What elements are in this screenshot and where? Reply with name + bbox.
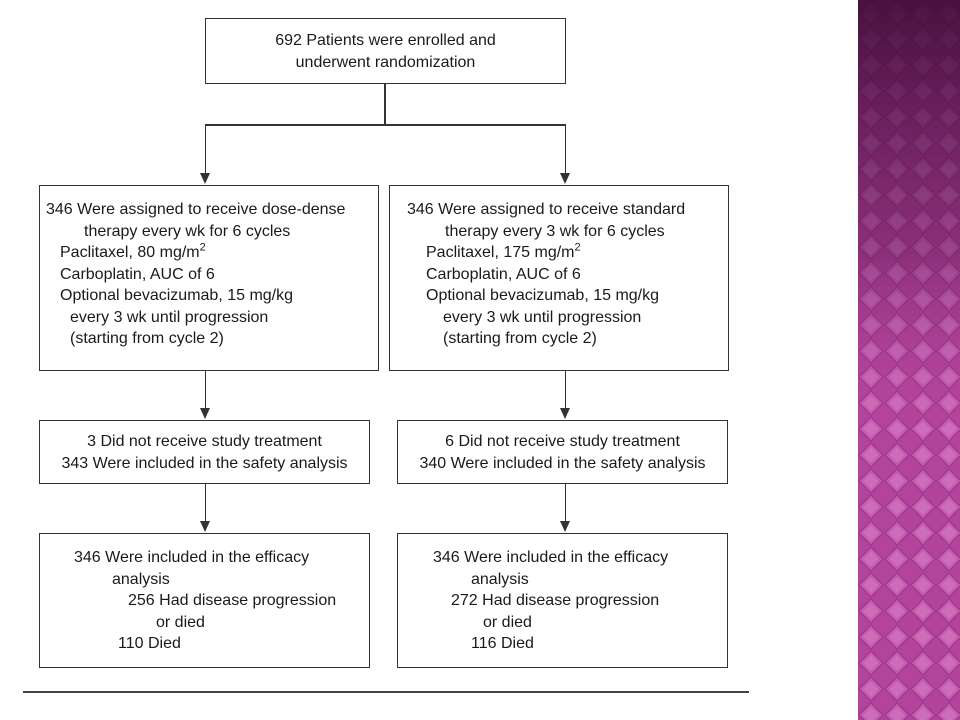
connector-left-drop (204, 124, 206, 174)
connector-right-low (564, 484, 566, 522)
std-efficacy-line-2: analysis (471, 570, 529, 588)
std-efficacy-line-5: 116 Died (471, 635, 534, 652)
dd-safety-line-1: 3 Did not receive study treatment (87, 433, 322, 450)
diamond-pattern (858, 0, 960, 720)
std-safety-line-1: 6 Did not receive study treatment (445, 433, 680, 450)
dd-assigned-line-6: every 3 wk until progression (70, 308, 269, 326)
std-assigned-line-5: Optional bevacizumab, 15 mg/kg (426, 287, 660, 304)
connector-horizontal (205, 124, 566, 126)
dd-assigned-line-7: (starting from cycle 2) (70, 330, 224, 347)
dd-assigned-line-1: 346 Were assigned to receive dose-dense (46, 201, 346, 218)
std-efficacy-line-4: or died (483, 613, 532, 631)
decorative-sidebar (858, 0, 960, 720)
dd-paclitaxel-text: Paclitaxel, 80 mg/m (60, 244, 200, 261)
std-paclitaxel-text: Paclitaxel, 175 mg/m (426, 244, 575, 261)
std-assigned-line-1: 346 Were assigned to receive standard (407, 201, 686, 218)
dd-assigned-line-5: Optional bevacizumab, 15 mg/kg (60, 287, 294, 304)
dd-efficacy-line-3: 256 Had disease progression (128, 592, 337, 609)
dd-assigned-line-4: Carboplatin, AUC of 6 (60, 265, 215, 283)
dd-efficacy-line-4: or died (156, 613, 205, 631)
connector-right-drop (564, 124, 566, 174)
dose-dense-efficacy-box: 346 Were included in the efficacy analys… (39, 533, 370, 668)
std-paclitaxel-line: Paclitaxel, 175 mg/m2 (407, 242, 728, 264)
connector-left-mid (204, 371, 206, 409)
std-assigned-line-2: therapy every 3 wk for 6 cycles (445, 222, 665, 240)
connector-right-mid (564, 371, 566, 409)
enrollment-line-2: underwent randomization (295, 53, 476, 71)
dose-dense-assignment-box: 346 Were assigned to receive dose-dense … (39, 185, 379, 371)
dd-paclitaxel-line: Paclitaxel, 80 mg/m2 (46, 242, 378, 264)
std-efficacy-line-1: 346 Were included in the efficacy (433, 549, 669, 566)
standard-safety-box: 6 Did not receive study treatment 340 We… (397, 420, 728, 484)
std-assigned-line-7: (starting from cycle 2) (443, 330, 597, 347)
arrow-down-icon (200, 521, 210, 532)
arrow-down-icon (560, 173, 570, 184)
std-safety-line-2: 340 Were included in the safety analysis (419, 454, 706, 472)
std-assigned-line-6: every 3 wk until progression (443, 308, 642, 326)
dose-dense-safety-box: 3 Did not receive study treatment 343 We… (39, 420, 370, 484)
standard-assignment-box: 346 Were assigned to receive standard th… (389, 185, 729, 371)
dd-efficacy-line-2: analysis (112, 570, 170, 588)
std-assigned-line-4: Carboplatin, AUC of 6 (426, 265, 581, 283)
dd-efficacy-line-1: 346 Were included in the efficacy (74, 549, 310, 566)
connector-left-low (204, 484, 206, 522)
enrollment-line-1: 692 Patients were enrolled and (275, 32, 496, 49)
arrow-down-icon (200, 173, 210, 184)
enrollment-box: 692 Patients were enrolled and underwent… (205, 18, 566, 84)
connector-vertical-top (384, 84, 386, 125)
arrow-down-icon (560, 521, 570, 532)
standard-efficacy-box: 346 Were included in the efficacy analys… (397, 533, 728, 668)
dd-safety-line-2: 343 Were included in the safety analysis (61, 454, 348, 472)
dd-efficacy-line-5: 110 Died (118, 635, 181, 652)
arrow-down-icon (560, 408, 570, 419)
bottom-divider (23, 691, 749, 693)
dd-paclitaxel-sup: 2 (199, 241, 206, 254)
arrow-down-icon (200, 408, 210, 419)
std-efficacy-line-3: 272 Had disease progression (451, 592, 660, 609)
dd-assigned-line-2: therapy every wk for 6 cycles (84, 222, 291, 240)
std-paclitaxel-sup: 2 (574, 241, 581, 254)
